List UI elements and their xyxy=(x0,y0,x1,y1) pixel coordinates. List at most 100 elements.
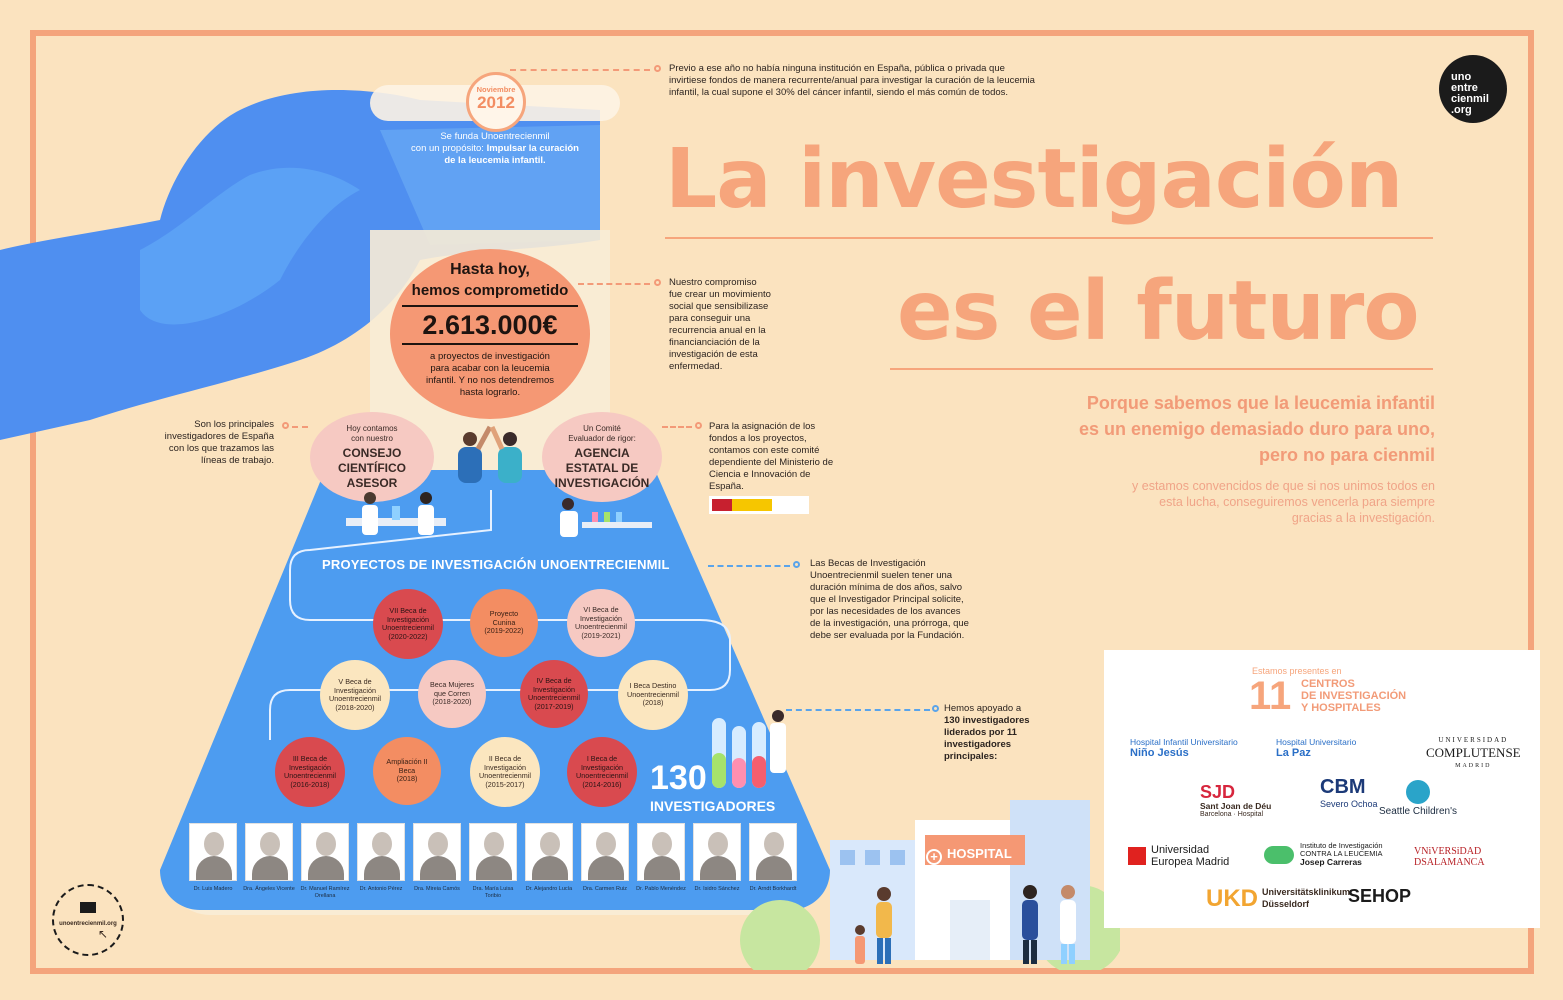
connector-dot xyxy=(695,422,702,429)
founding-text: Se funda Unoentrecienmil con un propósit… xyxy=(411,131,579,166)
connector-dot xyxy=(282,422,289,429)
connector-principales xyxy=(292,426,308,428)
logo-josep-carreras: Instituto de Investigación CONTRA LA LEU… xyxy=(1264,842,1383,867)
logo-la-paz: Hospital Universitario La Paz xyxy=(1276,737,1357,760)
connector-apoyado xyxy=(786,709,930,711)
agencia-circle: Un Comité Evaluador de rigor: AGENCIA ES… xyxy=(542,412,662,502)
logo-ukd: UKD Universitätsklinikum Düsseldorf xyxy=(1206,885,1351,912)
researcher-name: Dr. Isidro Sánchez xyxy=(694,886,740,892)
researcher-photo xyxy=(693,823,741,881)
hospital-sign: +HOSPITAL xyxy=(926,842,1026,866)
lab-illustration-left xyxy=(346,492,446,535)
founding-badge: Noviembre 2012 xyxy=(466,72,526,132)
logo-seattle-childrens: Seattle Children's xyxy=(1370,780,1466,818)
high-five-illustration xyxy=(458,425,522,483)
connector-becas xyxy=(708,565,790,567)
website-badge[interactable]: unoentrecienmil.org ↖ xyxy=(52,884,124,956)
researcher-name: Dra. Mireia Camós xyxy=(414,886,460,892)
title-line-2: es el futuro xyxy=(897,264,1420,359)
researcher-photo xyxy=(525,823,573,881)
logo-sjd: SJD Sant Joan de Déu Barcelona · Hospita… xyxy=(1200,782,1272,818)
commitment-amount: 2.613.000€ xyxy=(402,305,578,345)
commitment-circle: Hasta hoy, hemos comprometido 2.613.000€… xyxy=(390,249,590,419)
seattle-icon xyxy=(1406,780,1430,804)
logo-complutense: UNIVERSIDAD COMPLUTENSE MADRID xyxy=(1426,736,1521,769)
note-apoyado: Hemos apoyado a 130 investigadores lider… xyxy=(944,703,1030,762)
glove-illustration xyxy=(0,90,600,440)
connector-dot xyxy=(793,561,800,568)
family-illustration xyxy=(855,887,892,964)
centers-pre: Estamos presentes en xyxy=(1252,666,1342,676)
ministry-logo xyxy=(709,496,809,514)
monitor-icon xyxy=(80,902,96,913)
connector-dot xyxy=(654,279,661,286)
founding-year: 2012 xyxy=(477,93,515,112)
researcher-photo xyxy=(581,823,629,881)
researcher-name: Dra. Ángeles Vicente xyxy=(243,886,295,892)
commitment-line-1: Hasta hoy, xyxy=(450,261,530,278)
researcher-photo xyxy=(245,823,293,881)
researcher-photo xyxy=(357,823,405,881)
title-underline-1 xyxy=(665,237,1433,239)
founding-month: Noviembre xyxy=(476,85,516,94)
projects-title: PROYECTOS DE INVESTIGACIÓN UNOENTRECIENM… xyxy=(322,557,670,572)
connector-compromiso xyxy=(578,283,650,285)
connector-previo xyxy=(510,69,650,71)
logo-sehop: SEHOP xyxy=(1348,886,1412,906)
website-text: unoentrecienmil.org xyxy=(59,921,117,927)
researchers-count: 130 xyxy=(650,759,707,797)
researchers-label: INVESTIGADORES xyxy=(650,798,776,814)
cursor-icon: ↖ xyxy=(97,927,109,941)
researcher-name: Dr. Antonio Pérez xyxy=(359,886,403,892)
researcher-photo xyxy=(749,823,797,881)
researcher-name: Dr. Alejandro Lucía xyxy=(525,886,573,892)
researcher-photo xyxy=(189,823,237,881)
projects-path xyxy=(269,490,731,740)
commitment-line-2: hemos comprometido xyxy=(411,282,569,299)
title-line-1: La investigación xyxy=(665,132,1403,227)
logo-nino-jesus: Hospital Infantil Universitario Niño Jes… xyxy=(1130,737,1238,760)
researcher-name: Dra. Carmen Ruiz xyxy=(582,886,627,892)
researcher-photo xyxy=(301,823,349,881)
josep-icon xyxy=(1264,845,1294,864)
plus-icon: + xyxy=(926,849,942,865)
researcher-photo xyxy=(637,823,685,881)
test-tubes-illustration xyxy=(712,710,786,788)
researcher-photo xyxy=(413,823,461,881)
subtext: y estamos convencidos de que si nos unim… xyxy=(1132,479,1435,525)
connector-asignacion xyxy=(662,426,692,428)
logo-cbm: CBM Severo Ochoa xyxy=(1320,776,1378,809)
note-previo: Previo a ese año no había ninguna instit… xyxy=(669,63,1035,98)
researcher-name: Dr. Luis Madero xyxy=(193,886,233,892)
centers-count: 11 xyxy=(1249,674,1292,718)
researcher-name: Dr. Arndt Borkhardt xyxy=(749,886,797,892)
title-underline-2 xyxy=(890,368,1433,370)
consejo-circle: Hoy contamos con nuestro CONSEJO CIENTÍF… xyxy=(310,412,434,502)
poster-frame xyxy=(30,30,1534,974)
logo-salamanca: VNiVERSiDAD DSALAMANCA xyxy=(1414,846,1485,868)
researcher-name: Dr. Pablo Menéndez xyxy=(636,886,686,892)
lab-illustration-right xyxy=(560,498,652,537)
